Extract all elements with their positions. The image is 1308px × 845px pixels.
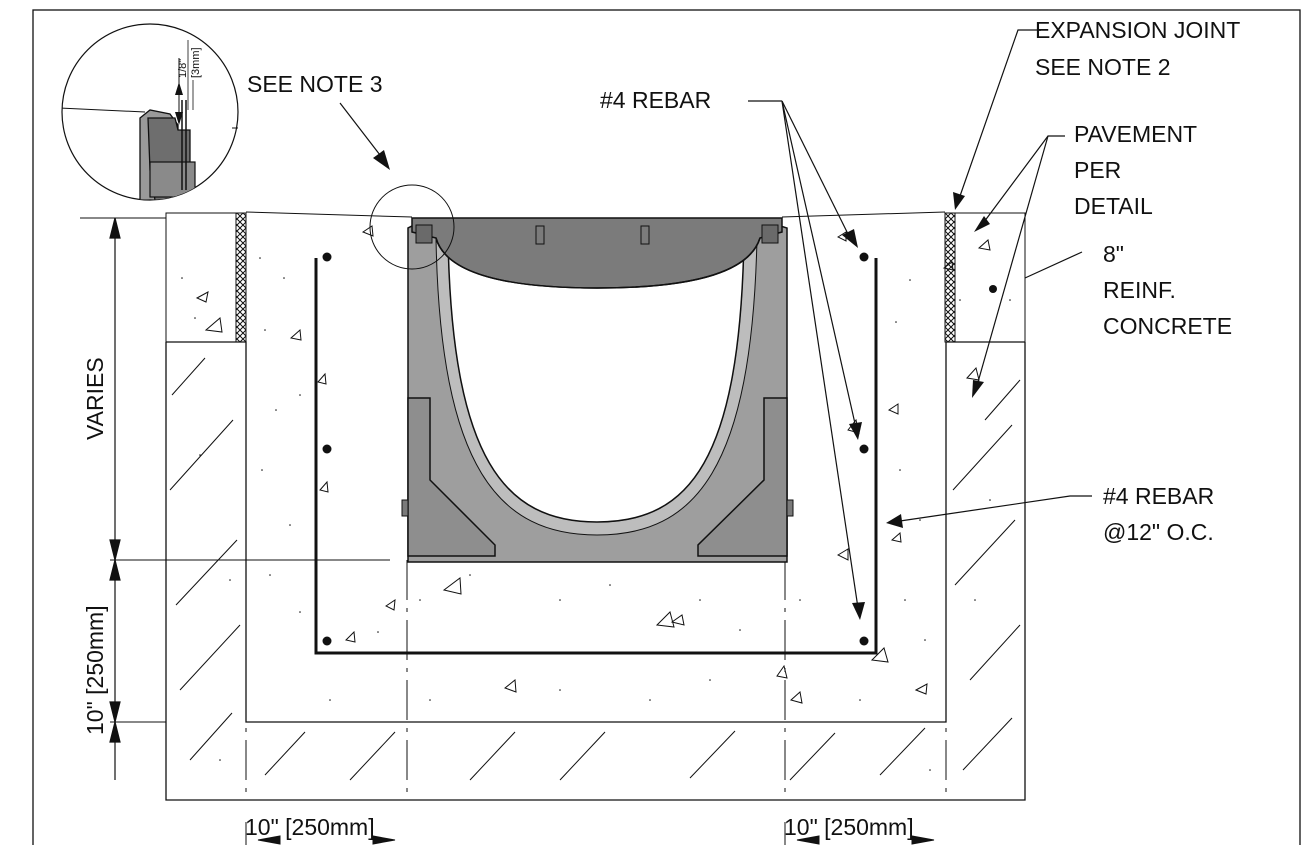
label-concrete-thickness: 8" xyxy=(1103,241,1124,267)
pavement-sections xyxy=(165,212,1026,342)
label-rebar-top: #4 REBAR xyxy=(600,87,711,113)
label-dim-bottom-left: 10" [250mm] xyxy=(245,814,375,840)
rebar-dot xyxy=(859,252,869,262)
rebar-dot xyxy=(322,252,332,262)
rebar-dot xyxy=(322,636,332,646)
detail-callout-circle xyxy=(369,184,455,270)
enlarged-detail: 1/8" [3mm] xyxy=(61,23,239,201)
label-see-note-2: SEE NOTE 2 xyxy=(1035,54,1170,80)
rebar-dots xyxy=(322,252,869,646)
label-pavement-per: PER xyxy=(1074,157,1121,183)
leader-lines xyxy=(339,29,1092,609)
rebar-dot xyxy=(322,444,332,454)
rebar-dot xyxy=(859,636,869,646)
label-concrete-reinf: REINF. xyxy=(1103,277,1176,303)
label-rebar-spacing: @12" O.C. xyxy=(1103,519,1214,545)
label-expansion-joint: EXPANSION JOINT xyxy=(1035,17,1240,43)
detail-gap-imperial: 1/8" xyxy=(177,59,189,78)
label-dim-bottom-right: 10" [250mm] xyxy=(784,814,914,840)
drawing-border xyxy=(32,9,1301,845)
vertical-dimensions xyxy=(109,217,121,780)
concrete-specks xyxy=(181,257,1011,771)
grate xyxy=(245,211,946,289)
label-see-note-3: SEE NOTE 3 xyxy=(247,71,382,97)
leader-arrowheads xyxy=(373,29,1041,620)
label-pavement-detail: DETAIL xyxy=(1074,193,1153,219)
label-pavement: PAVEMENT xyxy=(1074,121,1197,147)
reference-lines xyxy=(110,559,947,800)
expansion-joint-left xyxy=(235,212,247,343)
rebar-cage xyxy=(314,258,878,655)
soil-hatch xyxy=(169,357,1021,781)
rebar-dot xyxy=(859,444,869,454)
excavation-outline xyxy=(165,341,1026,801)
label-varies: VARIES xyxy=(82,357,108,440)
label-dim-side: 10" [250mm] xyxy=(82,605,108,735)
expansion-joint-right xyxy=(944,212,956,343)
label-rebar-oc: #4 REBAR xyxy=(1103,483,1214,509)
drain-channel xyxy=(401,221,794,563)
label-concrete: CONCRETE xyxy=(1103,313,1232,339)
bottom-dimensions xyxy=(245,822,935,845)
detail-gap-metric: [3mm] xyxy=(190,47,202,78)
